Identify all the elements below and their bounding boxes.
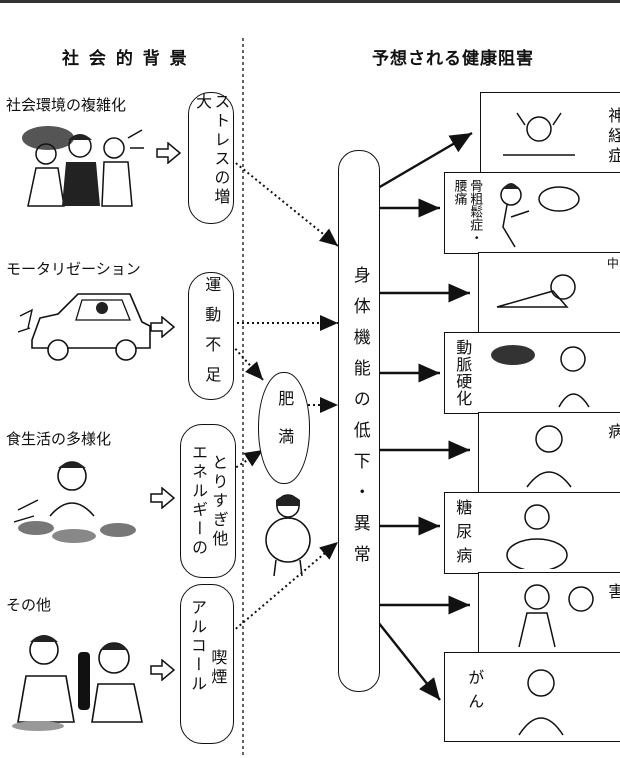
outcome-text-cancer: がん <box>465 669 485 717</box>
factor-exercise: 運動不足 <box>188 272 234 400</box>
lying-man-icon <box>496 274 576 308</box>
outcome-card-arteriosclerosis: 動脈硬化 <box>444 332 620 414</box>
arrow-right-icon <box>150 487 176 509</box>
factor-energy: エネルギーの とりすぎ他 <box>180 424 236 578</box>
outcome-card-hypertension: 高血圧・脳卒中 <box>478 252 620 334</box>
outcome-card-cancer: がん <box>444 652 620 742</box>
cause-label-diet: 食生活の多様化 <box>6 430 112 448</box>
arrow-right-icon <box>150 659 176 681</box>
outcome-card-diabetes: 糖尿病 <box>444 492 620 574</box>
outcome-text-hypertension: 高血圧・脳卒中 <box>605 257 620 329</box>
outcome-text-arteriosclerosis: 動脈硬化 <box>453 339 473 407</box>
arrow-to-cancer <box>377 621 441 701</box>
factor-alcohol: アルコール 喫煙 <box>180 584 234 744</box>
obesity-text: 肥満 <box>275 390 295 466</box>
outcome-card-liver: 肝障害 <box>478 572 620 654</box>
drinking-man-icon <box>518 584 594 648</box>
artery-man-icon <box>491 345 590 408</box>
factor-alcohol-text-2: 喫煙 <box>208 649 228 687</box>
outcome-text-diabetes: 糖尿病 <box>453 499 473 571</box>
factor-energy-text-1: エネルギーの <box>189 444 208 558</box>
back-pain-woman-icon <box>500 183 580 248</box>
outcome-text-heart: 心臓病 <box>605 423 620 447</box>
outcome-text-neurosis: 神経症 <box>605 107 620 167</box>
outcome-card-heart: 心臓病 <box>478 412 620 494</box>
factor-stress: ストレスの増大 <box>188 92 234 224</box>
arrow-right-icon <box>150 316 176 338</box>
factor-energy-text-2: とりすぎ他 <box>209 453 229 549</box>
stressed-people-illustration <box>22 126 144 207</box>
obesity-node: 肥満 <box>258 372 310 484</box>
outcome-card-osteoporosis: 骨粗鬆症・腰痛 <box>444 172 620 254</box>
outcome-text-liver: 肝障害 <box>605 583 620 607</box>
cause-label-motorization: モータリゼーション <box>6 260 141 278</box>
chest-pain-man-icon <box>526 425 572 488</box>
arrow-energy-to-obesity <box>231 449 264 471</box>
central-text: 身体機能の低下・異常 <box>349 266 370 576</box>
outcome-card-neurosis: 神経症 <box>480 92 620 174</box>
arrow-stress-to-central <box>231 159 339 247</box>
stressed-man-icon <box>503 112 575 156</box>
top-border <box>0 0 620 3</box>
factor-alcohol-text-1: アルコール <box>188 599 207 694</box>
arrow-to-neurosis <box>377 131 473 190</box>
right-header: 予想される健康阻害 <box>372 49 534 69</box>
outcome-text-osteoporosis: 骨粗鬆症・腰痛 <box>451 179 483 244</box>
obese-man-icon <box>506 504 568 569</box>
cause-label-other: その他 <box>6 596 52 614</box>
arrow-alcohol-to-central <box>231 541 339 633</box>
sick-man-icon <box>518 669 564 736</box>
central-node: 身体機能の低下・異常 <box>338 150 380 692</box>
cause-label-social: 社会環境の複雑化 <box>6 96 127 114</box>
obese-woman-illustration <box>265 494 311 577</box>
arrow-exercise-to-obesity <box>231 344 264 381</box>
factor-exercise-text: 運動不足 <box>202 276 222 396</box>
drinking-illustration <box>12 635 143 731</box>
factor-stress-text: ストレスの増大 <box>193 93 231 207</box>
arrow-right-icon <box>156 142 182 164</box>
eating-illustration <box>14 461 136 543</box>
car-illustration <box>18 293 151 361</box>
left-header: 社 会 的 背 景 <box>62 49 189 69</box>
